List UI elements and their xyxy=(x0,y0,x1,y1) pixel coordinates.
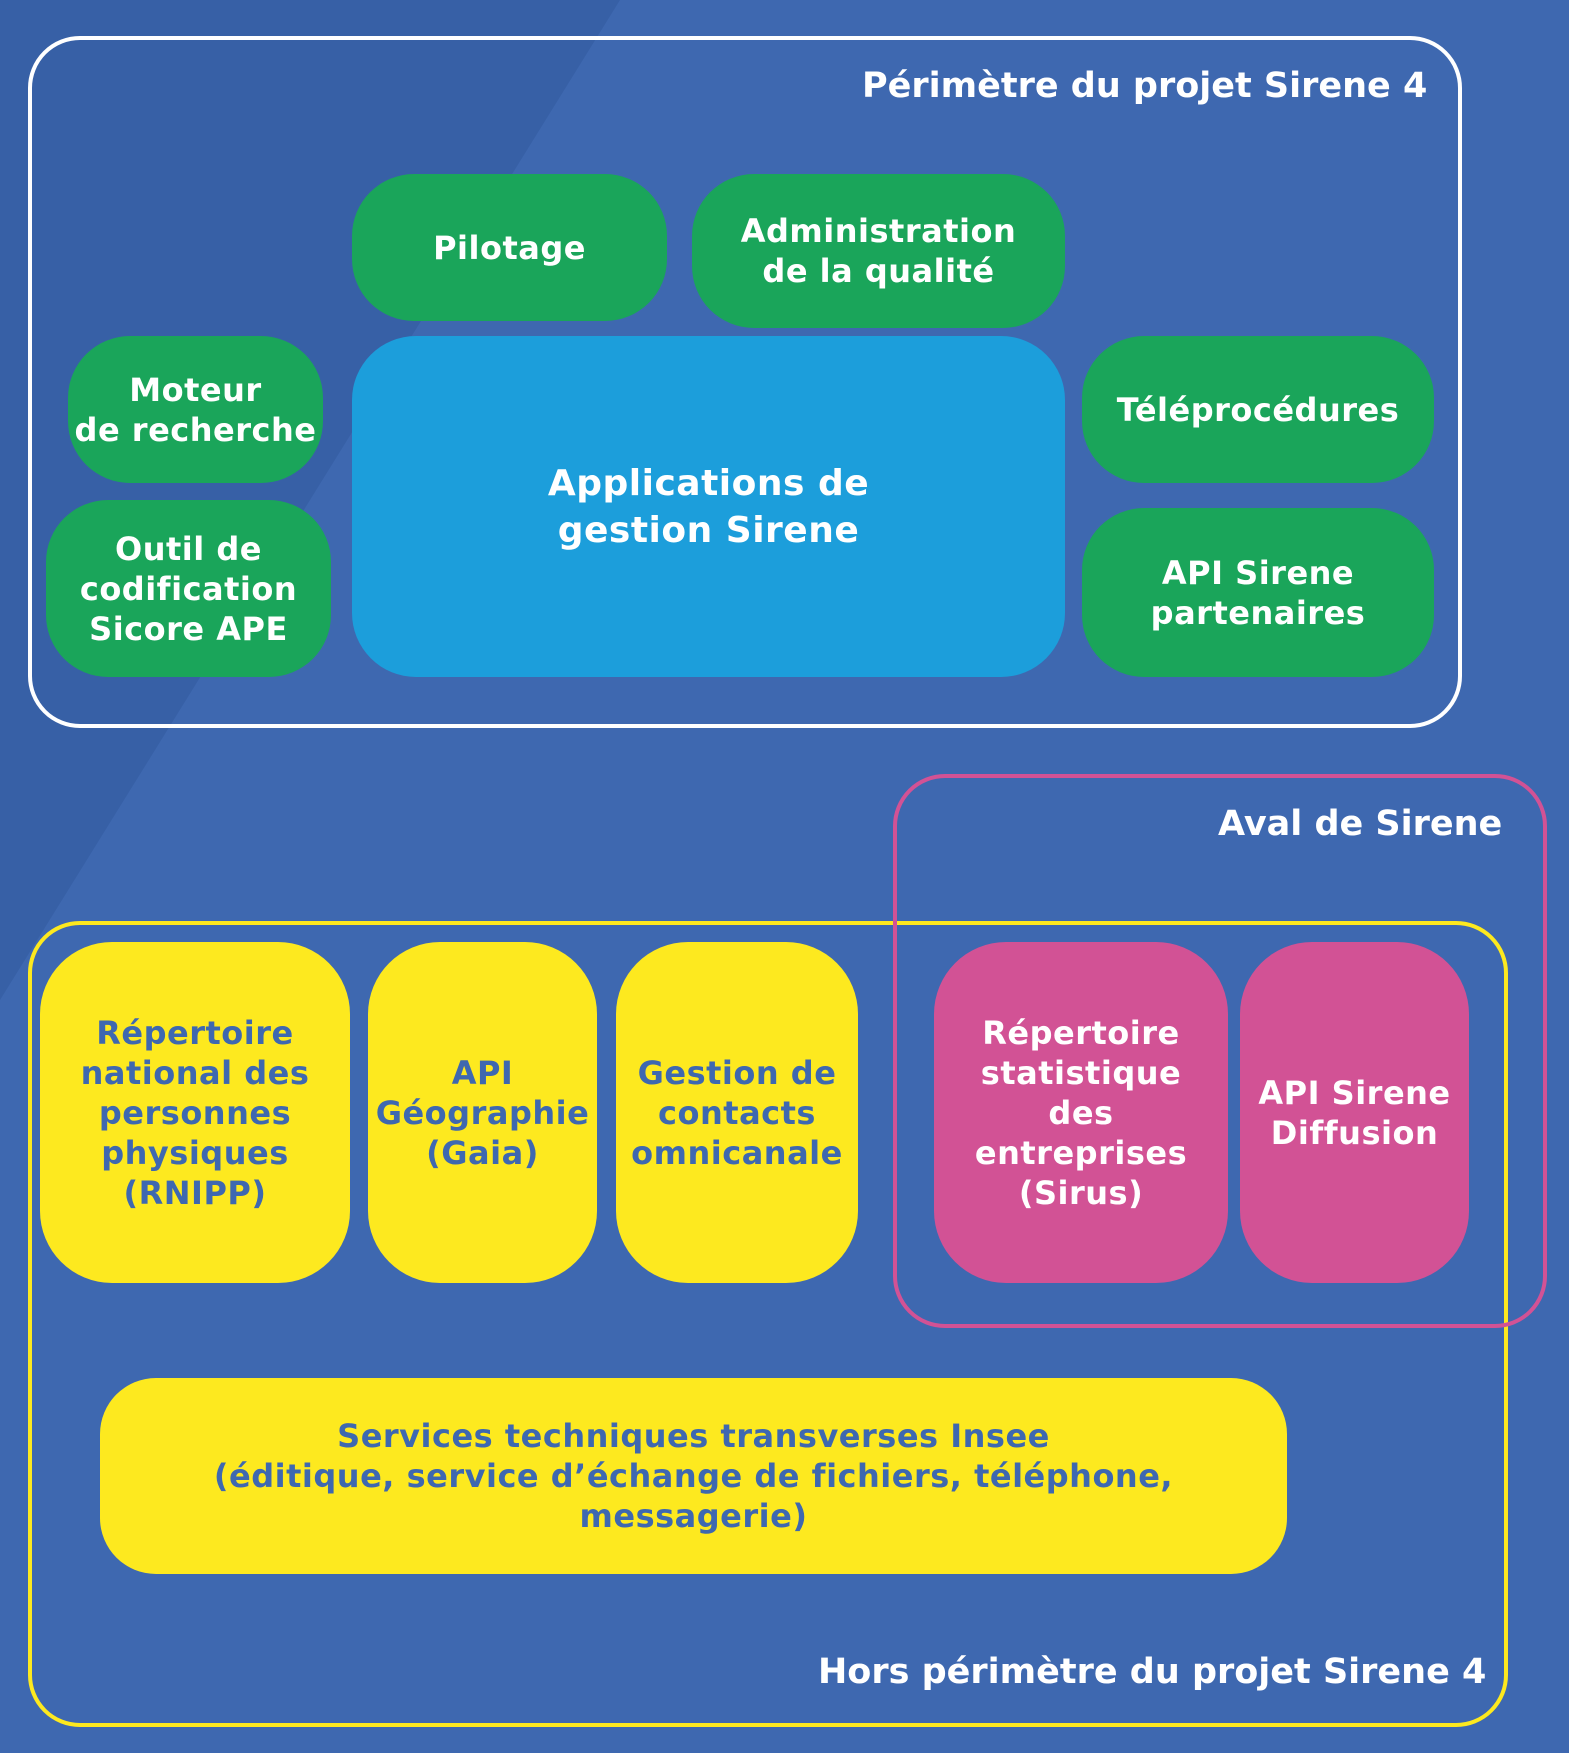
api-geographie-box: API Géographie (Gaia) xyxy=(368,942,597,1283)
perimetre-title: Périmètre du projet Sirene 4 xyxy=(862,66,1428,106)
sirus-box: Répertoire statistique des entreprises (… xyxy=(934,942,1228,1283)
api-partenaires-box: API Sirene partenaires xyxy=(1082,508,1434,677)
outil-codification-box: Outil de codification Sicore APE xyxy=(46,500,331,677)
api-diffusion-box: API Sirene Diffusion xyxy=(1240,942,1469,1283)
teleprocedures-box: Téléprocédures xyxy=(1082,336,1434,483)
aval-title: Aval de Sirene xyxy=(1218,804,1503,844)
aval-frame xyxy=(893,774,1547,1328)
perimetre-frame xyxy=(28,36,1462,728)
pilotage-box: Pilotage xyxy=(352,174,667,321)
rnipp-box: Répertoire national des personnes physiq… xyxy=(40,942,350,1283)
administration-qualite-box: Administration de la qualité xyxy=(692,174,1065,328)
applications-gestion-box: Applications de gestion Sirene xyxy=(352,336,1065,677)
services-techniques-box: Services techniques transverses Insee (é… xyxy=(100,1378,1287,1574)
hors-perimetre-title: Hors périmètre du projet Sirene 4 xyxy=(818,1652,1487,1692)
gestion-contacts-box: Gestion de contacts omnicanale xyxy=(616,942,858,1283)
moteur-recherche-box: Moteur de recherche xyxy=(68,336,323,483)
